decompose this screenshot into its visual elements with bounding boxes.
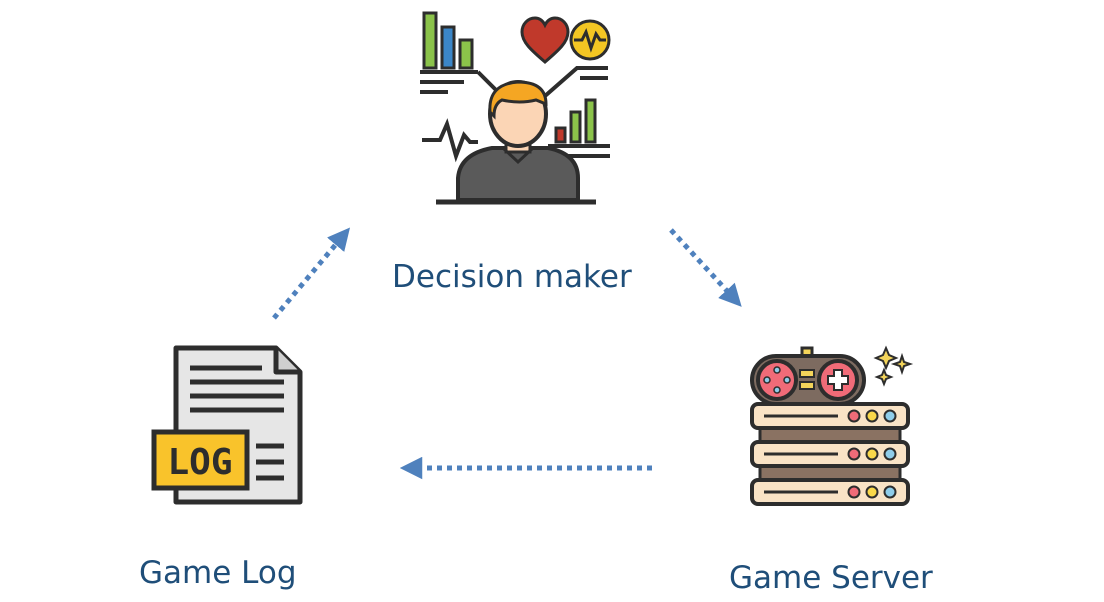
server-unit-3: [750, 478, 910, 506]
game-server-label: Game Server: [729, 560, 933, 596]
log-badge-text: LOG: [167, 442, 232, 483]
log-file-icon: LOG: [151, 345, 303, 505]
small-bar-chart-icon: [548, 98, 610, 158]
person-icon: [436, 80, 596, 205]
decision-maker-icon: [420, 11, 611, 205]
pulse-badge-icon: [569, 19, 611, 61]
game-log-label: Game Log: [139, 555, 297, 591]
heart-icon: [520, 16, 570, 64]
server-unit-2: [750, 440, 910, 468]
server-unit-1: [750, 402, 910, 430]
decision-maker-label: Decision maker: [392, 259, 632, 295]
arrow-log-to-decision: [272, 227, 351, 320]
arrow-decision-to-server: [669, 228, 742, 307]
log-badge: [151, 429, 250, 491]
game-server-icon: [750, 345, 914, 506]
bar-chart-icon: [420, 11, 500, 94]
sparkle-icon: [873, 345, 914, 387]
gamepad-icon: [750, 346, 866, 406]
heartbeat-line-icon: [422, 118, 478, 163]
